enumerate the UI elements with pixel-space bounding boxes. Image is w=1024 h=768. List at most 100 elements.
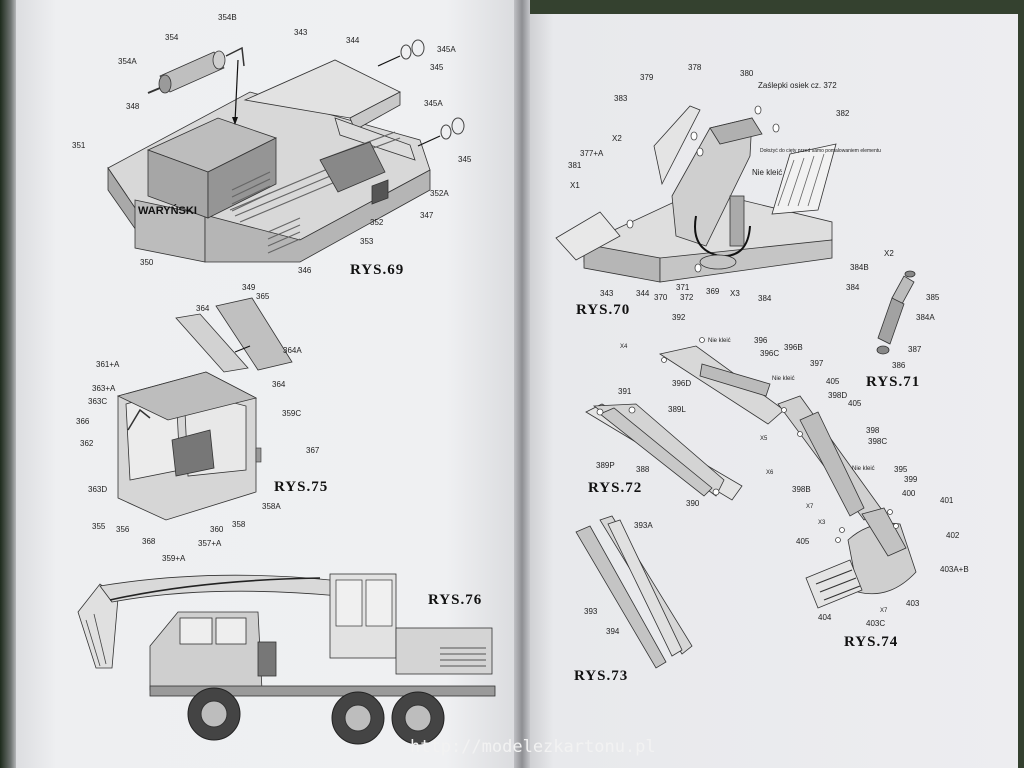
wheels [187, 687, 445, 745]
svg-text:352A: 352A [430, 189, 449, 198]
svg-text:Nie kleić: Nie kleić [852, 466, 875, 472]
figure-title-69: RYS.69 [350, 262, 404, 278]
svg-text:399: 399 [904, 475, 918, 484]
panel-382 [771, 143, 837, 215]
svg-text:389P: 389P [596, 461, 615, 470]
svg-text:354: 354 [165, 33, 179, 42]
svg-text:347: 347 [420, 211, 434, 220]
svg-text:384: 384 [846, 283, 860, 292]
excavator-bucket [77, 583, 119, 669]
svg-text:X2: X2 [884, 249, 894, 258]
svg-text:364: 364 [272, 380, 286, 389]
svg-text:X7: X7 [806, 504, 814, 510]
chassis [149, 685, 496, 697]
figure-70: 379 378 380 Zaślepki osiek cz. 372 383 3… [555, 63, 881, 318]
svg-text:381: 381 [568, 161, 582, 170]
svg-text:359C: 359C [282, 409, 301, 418]
svg-text:385: 385 [926, 293, 940, 302]
svg-text:X4: X4 [620, 344, 628, 350]
figure-title-70: RYS.70 [576, 302, 630, 318]
fig70-labels: 379 378 380 Zaślepki osiek cz. 372 383 3… [568, 63, 850, 303]
svg-text:364: 364 [196, 304, 210, 313]
svg-text:396B: 396B [784, 343, 803, 352]
svg-text:355: 355 [92, 522, 106, 531]
figure-72: 391 389L 389P 388 390 RYS.72 [585, 387, 743, 508]
svg-text:362: 362 [80, 439, 94, 448]
svg-text:345: 345 [430, 63, 444, 72]
figure-title-72: RYS.72 [588, 480, 642, 496]
svg-text:344: 344 [346, 36, 360, 45]
svg-text:384B: 384B [850, 263, 869, 272]
svg-text:352: 352 [370, 218, 384, 227]
svg-text:345A: 345A [424, 99, 443, 108]
svg-text:370: 370 [654, 293, 668, 302]
svg-text:378: 378 [688, 63, 702, 72]
svg-text:360: 360 [210, 525, 224, 534]
svg-text:359+A: 359+A [162, 554, 186, 563]
engine-box-side [207, 137, 277, 219]
arrow-head [232, 117, 238, 125]
svg-text:388: 388 [636, 465, 650, 474]
svg-text:397: 397 [810, 359, 824, 368]
svg-text:345: 345 [458, 155, 472, 164]
fig75-labels: 364 365 364A 361+A 364 363+A 363C 359C 3… [76, 292, 320, 563]
svg-text:392: 392 [672, 313, 686, 322]
svg-text:368: 368 [142, 537, 156, 546]
svg-text:402: 402 [946, 531, 960, 540]
svg-text:393A: 393A [634, 521, 653, 530]
column-top [709, 117, 763, 145]
svg-text:372: 372 [680, 293, 694, 302]
svg-text:348: 348 [126, 102, 140, 111]
svg-text:404: 404 [818, 613, 832, 622]
svg-text:363+A: 363+A [92, 384, 116, 393]
svg-text:X6: X6 [766, 470, 774, 476]
figure-76: RYS.76 [77, 573, 496, 745]
svg-text:X2: X2 [612, 134, 622, 143]
svg-text:398C: 398C [868, 437, 887, 446]
right-page [524, 14, 1018, 768]
svg-text:351: 351 [72, 141, 86, 150]
plate-393 [575, 525, 667, 669]
svg-text:369: 369 [706, 287, 720, 296]
cylinder-398b [799, 411, 865, 517]
svg-text:X3: X3 [730, 289, 740, 298]
fig69-labels: 354B 354 354A 343 344 345A 345 345A 345 … [72, 13, 472, 292]
washers-345 [400, 39, 465, 140]
svg-text:346: 346 [298, 266, 312, 275]
link-400 [861, 507, 907, 557]
svg-text:377+A: 377+A [580, 149, 604, 158]
svg-text:358: 358 [232, 520, 246, 529]
figure-title-76: RYS.76 [428, 592, 482, 608]
brand-text: WARYŃSKI [138, 204, 197, 217]
svg-text:386: 386 [892, 361, 906, 370]
svg-text:345A: 345A [437, 45, 456, 54]
svg-text:365: 365 [256, 292, 270, 301]
cab-roof [116, 371, 258, 421]
svg-text:403: 403 [906, 599, 920, 608]
svg-text:395: 395 [894, 465, 908, 474]
svg-text:405: 405 [796, 537, 810, 546]
svg-text:367: 367 [306, 446, 320, 455]
svg-text:363D: 363D [88, 485, 107, 494]
svg-text:384: 384 [758, 294, 772, 303]
fig72-labels: 391 389L 389P 388 390 [596, 387, 700, 508]
arrow-line [234, 59, 239, 123]
cab-seat [171, 429, 215, 477]
arm-part-390 [599, 407, 713, 497]
svg-text:358A: 358A [262, 502, 281, 511]
figure-title-74: RYS.74 [844, 634, 898, 650]
svg-text:354B: 354B [218, 13, 237, 22]
svg-text:344: 344 [636, 289, 650, 298]
rear-housing [395, 627, 493, 675]
platform-notch [555, 211, 621, 261]
part-347-box [319, 141, 386, 193]
svg-text:353: 353 [360, 237, 374, 246]
svg-text:384A: 384A [916, 313, 935, 322]
svg-text:391: 391 [618, 387, 632, 396]
svg-text:Nie kleić: Nie kleić [772, 376, 795, 382]
svg-text:403A+B: 403A+B [940, 565, 969, 574]
svg-text:356: 356 [116, 525, 130, 534]
cylinder [729, 195, 745, 247]
svg-text:400: 400 [902, 489, 916, 498]
